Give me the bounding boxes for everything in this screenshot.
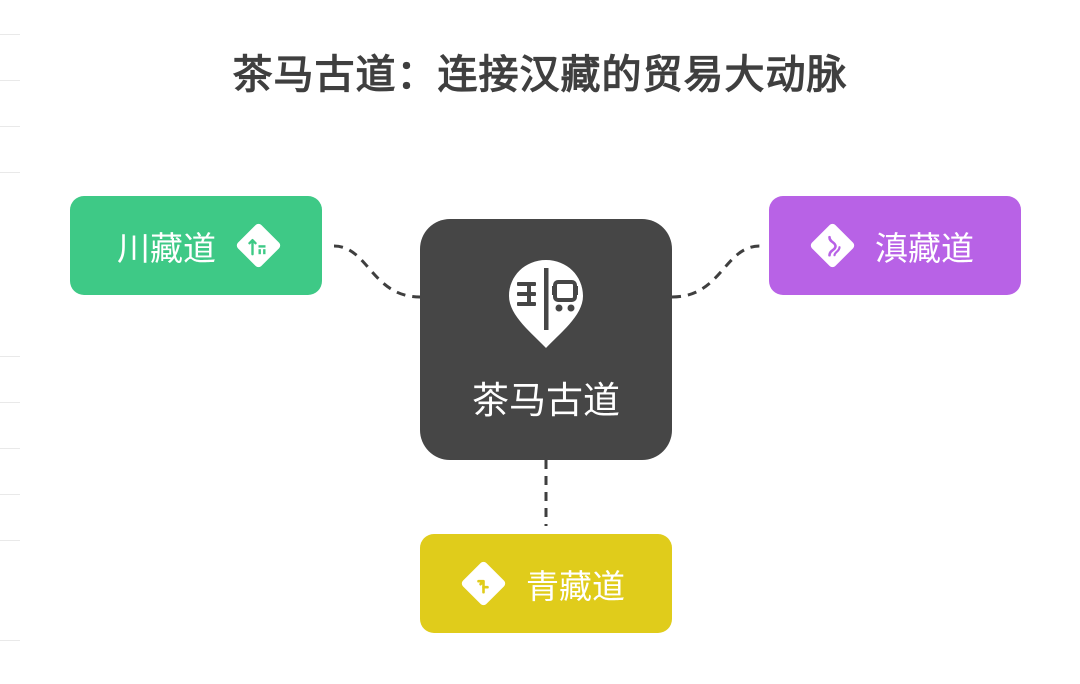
- central-node: 茶马古道: [420, 219, 672, 460]
- winding-road-icon: [809, 222, 856, 269]
- central-node-label: 茶马古道: [472, 378, 620, 422]
- background-rule: [0, 172, 20, 173]
- diagram-title: 茶马古道：连接汉藏的贸易大动脉: [232, 52, 848, 98]
- connector-right: [671, 244, 761, 299]
- branch-chuanzang: 川藏道: [70, 196, 322, 295]
- background-rule: [0, 402, 20, 403]
- background-rule: [0, 640, 20, 641]
- branch-dianzang: 滇藏道: [769, 196, 1021, 295]
- branch-label: 滇藏道: [875, 228, 974, 268]
- branch-label: 青藏道: [526, 566, 625, 606]
- background-rule: [0, 448, 20, 449]
- background-rule: [0, 540, 20, 541]
- background-rule: [0, 34, 20, 35]
- background-rule: [0, 356, 20, 357]
- background-rule: [0, 80, 20, 81]
- branch-label: 川藏道: [117, 228, 216, 268]
- road-sign-icon: [235, 222, 282, 269]
- map-pin-road-icon: [503, 256, 589, 356]
- branch-qingzang: 青藏道: [420, 534, 672, 633]
- background-rule: [0, 494, 20, 495]
- connector-left: [333, 244, 421, 299]
- turn-sign-icon: [460, 560, 507, 607]
- background-rule: [0, 126, 20, 127]
